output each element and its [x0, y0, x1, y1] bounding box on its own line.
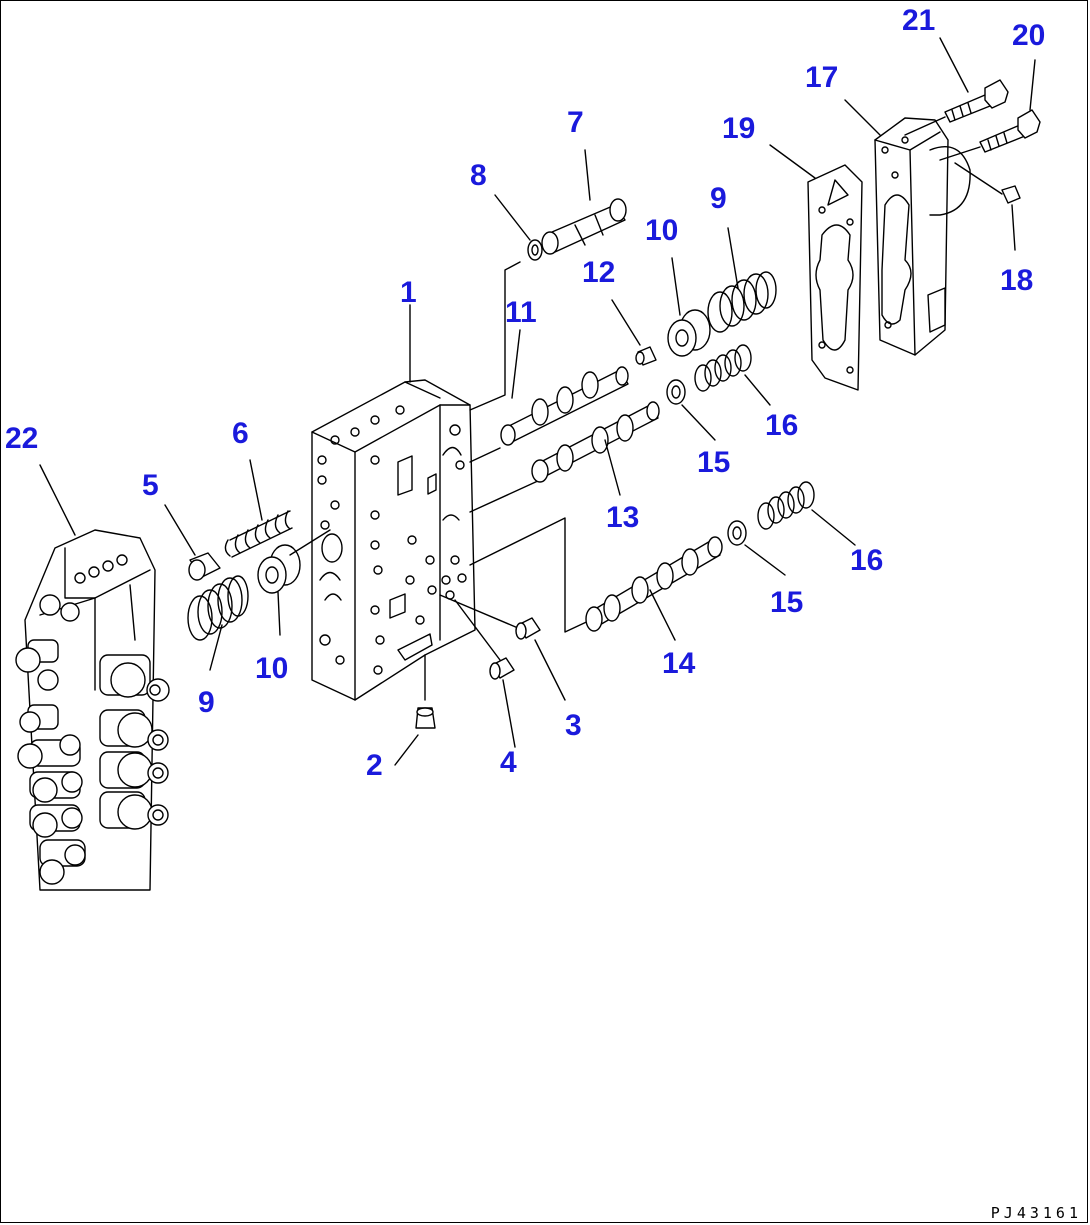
part-14-spool — [585, 536, 723, 632]
part-10-collar-left — [257, 544, 301, 594]
drawing-code: PJ43161 — [990, 1204, 1082, 1222]
part-15-washer-lower — [727, 520, 747, 546]
callout-leaders — [39, 37, 1036, 766]
callout-20: 20 — [1012, 19, 1045, 52]
callout-3: 3 — [565, 709, 582, 742]
callout-10-left: 10 — [255, 652, 288, 685]
callout-17: 17 — [805, 61, 838, 94]
callout-1: 1 — [400, 276, 417, 309]
callout-16-lower: 16 — [850, 544, 883, 577]
part-4-plug — [489, 657, 515, 680]
part-22-valve-assembly — [15, 529, 170, 891]
callout-18: 18 — [1000, 264, 1033, 297]
callout-12: 12 — [582, 256, 615, 289]
callout-22: 22 — [5, 422, 38, 455]
part-15-washer-upper — [666, 379, 686, 405]
callout-15-upper: 15 — [697, 446, 730, 479]
part-9-spring-left — [187, 575, 249, 641]
callout-labels: 1 2 3 4 5 6 7 8 9 9 10 10 11 12 13 14 15… — [5, 4, 1045, 782]
part-16-spring-upper — [694, 344, 752, 392]
callout-11: 11 — [505, 296, 537, 329]
callout-14: 14 — [662, 647, 696, 680]
part-2-plug — [415, 707, 436, 729]
part-12-pin — [635, 346, 657, 366]
part-1-valve-body — [311, 379, 476, 701]
assembly-lines — [289, 261, 596, 701]
callout-15-lower: 15 — [770, 586, 803, 619]
callout-8: 8 — [470, 159, 487, 192]
solenoid-column-left — [15, 594, 86, 885]
callout-9-left: 9 — [198, 686, 215, 719]
callout-6: 6 — [232, 417, 249, 450]
part-11-spool — [500, 366, 629, 446]
part-13-spool — [531, 401, 660, 483]
callout-16-upper: 16 — [765, 409, 798, 442]
callout-5: 5 — [142, 469, 159, 502]
part-5-plug — [188, 552, 221, 581]
part-3-plug — [515, 617, 541, 640]
part-20-bolt — [939, 109, 1041, 161]
solenoid-column-right — [99, 654, 170, 830]
callout-7: 7 — [567, 106, 584, 139]
part-17-cover — [874, 117, 971, 356]
part-8-oring — [527, 239, 543, 261]
part-21-bolt — [904, 79, 1009, 136]
part-16-spring-lower — [757, 481, 815, 530]
part-10-collar-right — [667, 309, 711, 357]
callout-2: 2 — [366, 749, 383, 782]
part-18-plug — [954, 162, 1021, 204]
callout-10-right: 10 — [645, 214, 678, 247]
callout-13: 13 — [606, 501, 639, 534]
callout-21: 21 — [902, 4, 935, 37]
callout-4: 4 — [500, 746, 517, 779]
callout-9-right: 9 — [710, 182, 727, 215]
part-19-gasket — [807, 164, 863, 391]
part-9-spring-right — [707, 271, 777, 333]
part-7-spool — [541, 198, 627, 255]
callout-19: 19 — [722, 112, 755, 145]
